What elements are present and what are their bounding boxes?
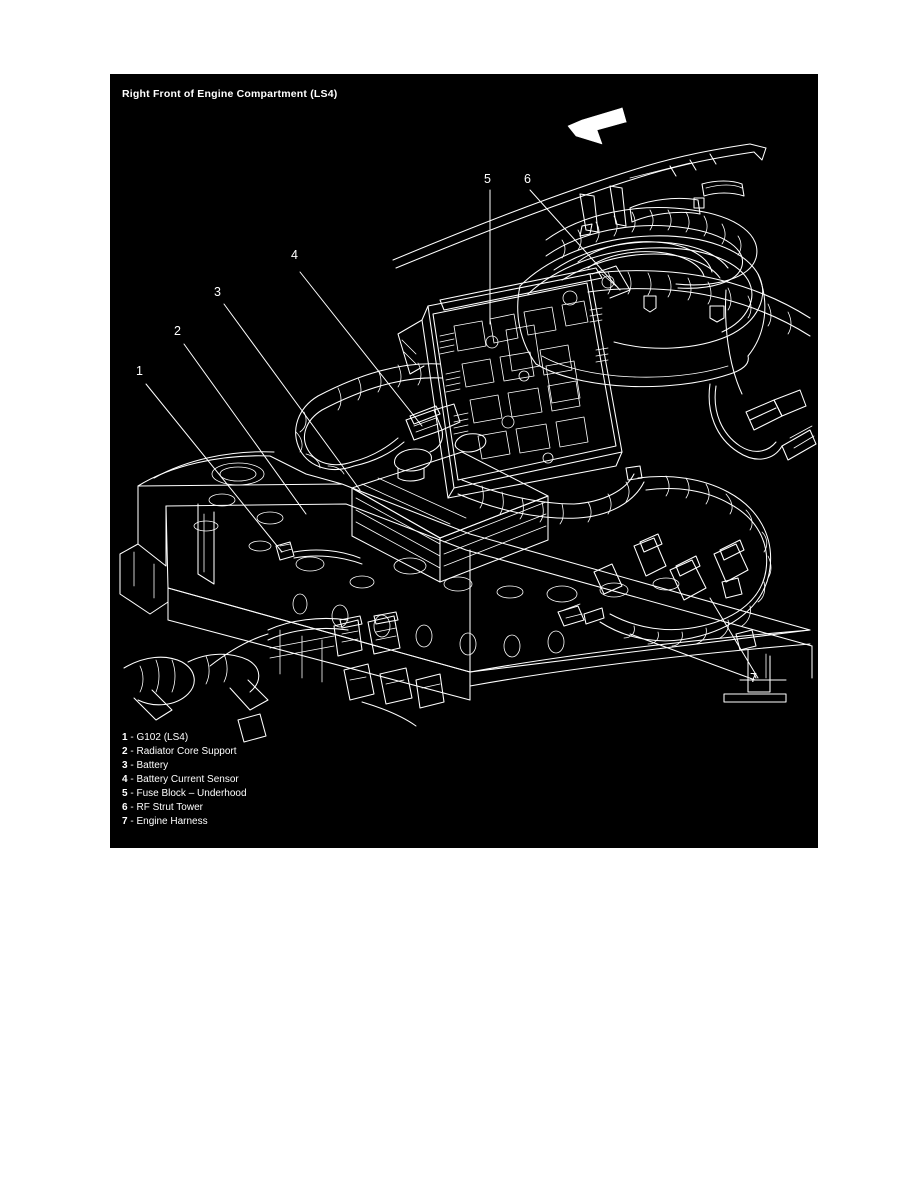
harness-connectors [557,533,749,627]
callout-1: 1 [136,364,143,378]
right-harness-branch [587,270,811,337]
left-harness-branch [209,617,349,667]
legend-item-1: 1 - G102 (LS4) [122,731,247,745]
callout-7: 7 [750,671,757,685]
legend-number: 2 [122,746,128,757]
legend-number: 1 [122,732,128,743]
legend-label: Battery Current Sensor [136,774,239,785]
fuse-block-underhood [397,265,631,499]
right-connector-pigtail [708,289,817,461]
legend-separator: - [130,788,134,799]
legend-separator: - [130,802,134,813]
engine-compartment-line-art [119,107,817,743]
legend-label: Radiator Core Support [136,746,237,757]
legend-separator: - [130,774,134,785]
legend-number: 3 [122,760,128,771]
legend-separator: - [130,746,134,757]
hood-hinge-brackets [579,180,745,233]
callout-4: 4 [291,248,298,262]
g102-ground-stud [275,541,363,565]
legend-separator: - [130,760,134,771]
lower-left-connectors [123,611,445,743]
battery-harness-branch [295,362,443,475]
callout-2: 2 [174,324,181,338]
legend-item-5: 5 - Fuse Block – Underhood [122,787,247,801]
callout-leader-lines [145,189,759,681]
legend-label: Battery [136,760,169,771]
figure-legend: 1 - G102 (LS4) 2 - Radiator Core Support… [122,731,247,829]
legend-item-3: 3 - Battery [122,759,247,773]
forward-direction-arrow [567,107,627,145]
engine-harness-main [599,465,772,651]
legend-label: Fuse Block – Underhood [136,788,247,799]
battery [351,433,549,583]
legend-number: 5 [122,788,128,799]
legend-item-7: 7 - Engine Harness [122,815,247,829]
callout-5: 5 [484,172,491,186]
figure-title: Right Front of Engine Compartment (LS4) [122,88,338,100]
legend-separator: - [130,732,134,743]
engine-compartment-figure-panel: Right Front of Engine Compartment (LS4) [110,74,818,848]
legend-number: 4 [122,774,128,785]
legend-label: G102 (LS4) [136,732,189,743]
lower-right-bracket [723,649,787,703]
legend-separator: - [130,816,134,827]
battery-current-sensor [405,403,461,453]
legend-item-6: 6 - RF Strut Tower [122,801,247,815]
legend-number: 6 [122,802,128,813]
legend-item-4: 4 - Battery Current Sensor [122,773,247,787]
cowl-upper-rail [392,143,767,269]
callout-3: 3 [214,285,221,299]
legend-item-2: 2 - Radiator Core Support [122,745,247,759]
radiator-core-support [119,451,813,701]
legend-label: RF Strut Tower [136,802,203,813]
legend-number: 7 [122,816,128,827]
callout-6: 6 [524,172,531,186]
legend-label: Engine Harness [136,816,208,827]
